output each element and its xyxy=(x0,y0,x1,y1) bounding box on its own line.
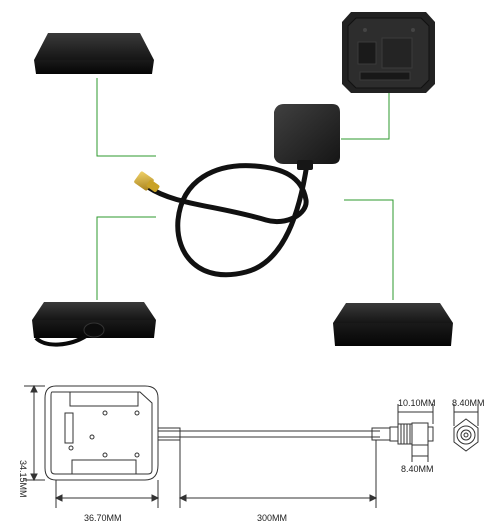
antenna-bottom-view xyxy=(342,12,435,93)
leader-line-bottom-right xyxy=(344,199,394,300)
technical-drawing xyxy=(24,384,479,508)
dimension-height-label: 34.15MM xyxy=(18,460,28,498)
leader-line-top-right xyxy=(341,93,390,140)
antenna-with-cable xyxy=(134,104,340,278)
dimension-hex-label: 8.40MM xyxy=(452,398,485,408)
drawing-sma-connector xyxy=(389,422,434,446)
leader-line-top-left xyxy=(96,78,156,157)
dimension-connector-length-label: 10.10MM xyxy=(398,398,436,408)
dimension-width-label: 36.70MM xyxy=(84,513,122,523)
antenna-top-view xyxy=(34,33,154,74)
leader-lines xyxy=(96,78,394,300)
antenna-cable xyxy=(145,161,310,278)
leader-line-bottom-left xyxy=(96,216,156,300)
drawing-antenna-outline xyxy=(44,385,159,481)
drawing-connector-end-view xyxy=(453,418,479,452)
antenna-front-view xyxy=(333,303,453,346)
dimension-connector-width-label: 8.40MM xyxy=(401,464,434,474)
sma-connector xyxy=(134,171,160,192)
antenna-side-view xyxy=(32,302,156,347)
dimension-cable-length-label: 300MM xyxy=(257,513,287,523)
